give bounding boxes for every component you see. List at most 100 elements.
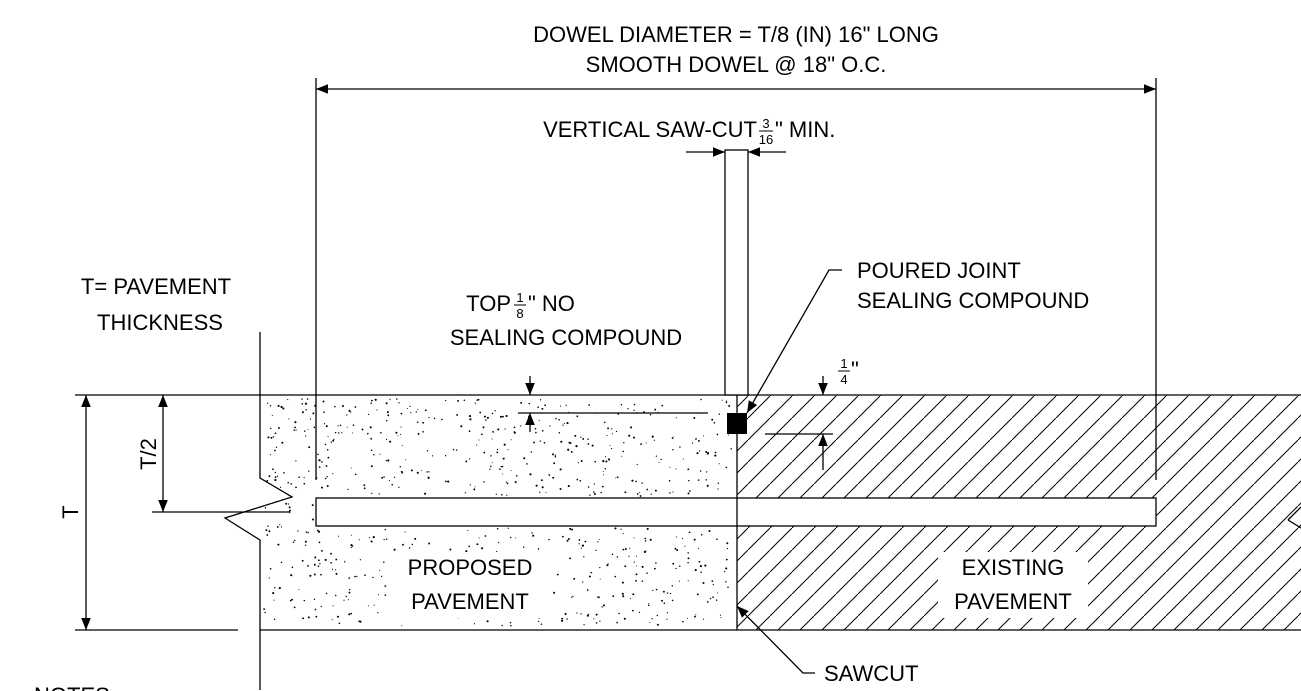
stipple-dot xyxy=(346,426,348,428)
stipple-dot xyxy=(499,415,503,418)
stipple-dot xyxy=(331,619,333,621)
stipple-dot xyxy=(661,404,664,407)
stipple-dot xyxy=(510,625,512,627)
stipple-dot xyxy=(301,402,304,405)
stipple-dot xyxy=(562,424,564,426)
stipple-dot xyxy=(473,623,476,625)
stipple-dot xyxy=(345,595,347,598)
stipple-dot xyxy=(356,575,358,578)
stipple-dot xyxy=(647,604,650,607)
stipple-dot xyxy=(266,402,269,404)
stipple-dot xyxy=(270,427,272,430)
stipple-dot xyxy=(304,402,308,405)
stipple-dot xyxy=(679,446,681,448)
stipple-dot xyxy=(616,476,619,479)
stipple-dot xyxy=(623,549,625,551)
stipple-dot xyxy=(725,581,727,583)
stipple-dot xyxy=(489,468,491,470)
stipple-dot xyxy=(385,459,388,462)
stipple-dot xyxy=(500,466,502,468)
stipple-dot xyxy=(595,622,598,624)
stipple-dot xyxy=(588,575,591,578)
stipple-dot xyxy=(321,486,323,489)
stipple-dot xyxy=(611,428,613,430)
stipple-dot xyxy=(401,445,403,447)
stipple-dot xyxy=(636,493,639,495)
stipple-dot xyxy=(370,540,373,543)
stipple-dot xyxy=(276,526,279,528)
stipple-dot xyxy=(350,411,352,413)
stipple-dot xyxy=(385,438,388,441)
stipple-dot xyxy=(433,417,436,419)
stipple-dot xyxy=(343,599,345,601)
stipple-dot xyxy=(313,563,316,566)
stipple-dot xyxy=(695,614,697,616)
stipple-dot xyxy=(383,539,385,541)
t-label: T xyxy=(58,505,83,518)
stipple-dot xyxy=(351,432,353,434)
stipple-dot xyxy=(289,509,291,512)
stipple-dot xyxy=(480,433,483,436)
stipple-dot xyxy=(571,596,573,599)
stipple-dot xyxy=(558,419,560,421)
stipple-dot xyxy=(277,543,280,546)
stipple-dot xyxy=(515,537,517,539)
stipple-dot xyxy=(303,599,306,602)
stipple-dot xyxy=(494,410,496,412)
stipple-dot xyxy=(293,429,296,431)
stipple-dot xyxy=(321,549,323,552)
t-half-label: T/2 xyxy=(136,438,161,470)
stipple-dot xyxy=(279,486,282,488)
stipple-dot xyxy=(533,441,535,444)
stipple-dot xyxy=(602,471,604,473)
stipple-dot xyxy=(644,537,647,540)
stipple-dot xyxy=(338,432,340,434)
stipple-dot xyxy=(649,538,652,541)
stipple-dot xyxy=(347,488,349,491)
stipple-dot xyxy=(428,542,431,545)
stipple-dot xyxy=(693,538,696,541)
stipple-dot xyxy=(599,620,601,622)
stipple-dot xyxy=(586,614,589,617)
stipple-dot xyxy=(506,482,509,485)
stipple-dot xyxy=(635,579,638,582)
stipple-dot xyxy=(264,611,266,614)
stipple-dot xyxy=(269,454,271,456)
stipple-dot xyxy=(376,409,378,411)
stipple-dot xyxy=(496,448,499,451)
stipple-dot xyxy=(339,424,342,427)
stipple-dot xyxy=(633,561,635,563)
stipple-dot xyxy=(663,602,666,604)
stipple-dot xyxy=(622,450,625,453)
stipple-dot xyxy=(599,578,601,580)
stipple-dot xyxy=(341,404,345,408)
stipple-dot xyxy=(679,565,681,567)
stipple-dot xyxy=(385,419,388,422)
stipple-dot xyxy=(589,494,591,496)
stipple-dot xyxy=(507,527,509,529)
stipple-dot xyxy=(294,539,296,542)
stipple-dot xyxy=(361,428,364,431)
dowel-note-line2: SMOOTH DOWEL @ 18" O.C. xyxy=(586,52,887,77)
stipple-dot xyxy=(320,605,322,608)
stipple-dot xyxy=(696,593,699,596)
stipple-dot xyxy=(701,534,703,536)
quarter-suffix: " xyxy=(851,357,859,382)
stipple-dot xyxy=(280,526,283,528)
stipple-dot xyxy=(274,432,277,435)
stipple-dot xyxy=(491,461,493,464)
stipple-dot xyxy=(501,624,503,627)
stipple-dot xyxy=(587,486,590,488)
stipple-dot xyxy=(335,558,338,561)
thickness-label-line1: T= PAVEMENT xyxy=(81,274,231,299)
stipple-dot xyxy=(307,616,310,619)
stipple-dot xyxy=(615,430,618,433)
stipple-dot xyxy=(332,473,334,475)
stipple-dot xyxy=(426,450,429,452)
stipple-dot xyxy=(505,481,508,483)
sawcut-leader xyxy=(736,605,815,674)
stipple-dot xyxy=(274,478,277,482)
stipple-dot xyxy=(672,562,675,565)
stipple-dot xyxy=(387,414,390,417)
